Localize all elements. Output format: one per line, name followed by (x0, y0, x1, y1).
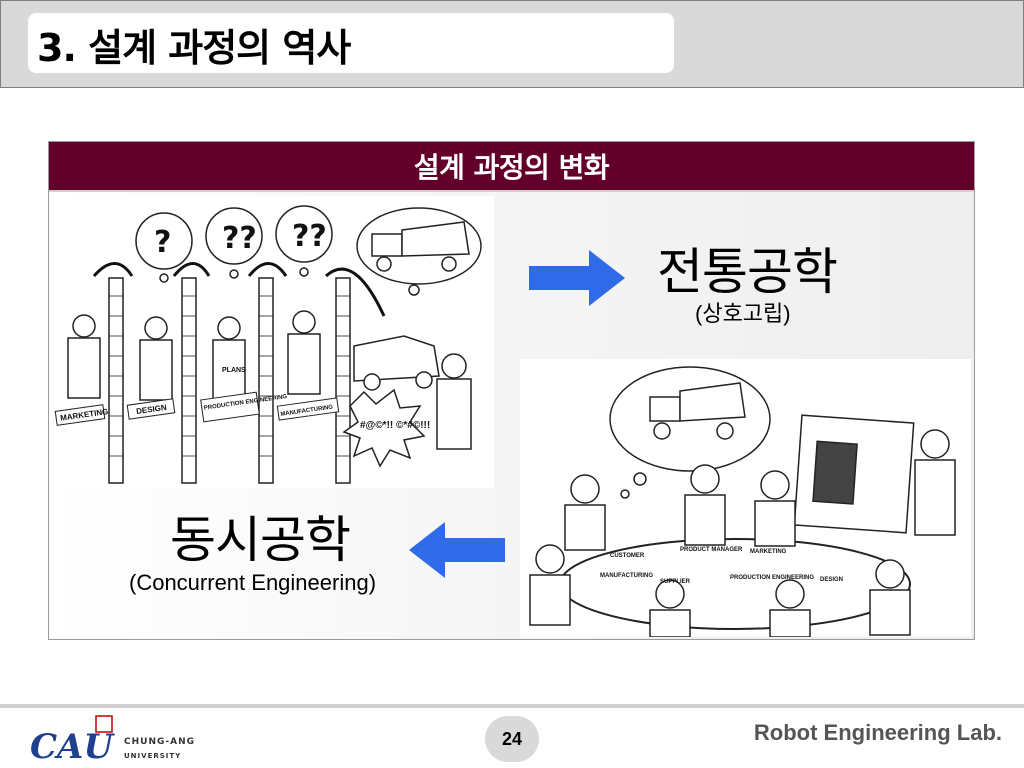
truck-drawing (371, 221, 470, 272)
over-the-wall-illustration: ? ?? ?? (54, 196, 494, 488)
arrow-right-icon (529, 250, 625, 306)
svg-text:??: ?? (222, 221, 257, 256)
concurrent-engineering-subtitle: (Concurrent Engineering) (129, 570, 377, 595)
card-manufacturing: MANUFACTURING (600, 573, 653, 579)
logo-sub-2: UNIVERSITY (124, 752, 181, 760)
card-design: DESIGN (820, 577, 843, 583)
card-production-engineering: PRODUCTION ENGINEERING (730, 575, 814, 581)
traditional-engineering-subtitle: (상호고립) (695, 301, 791, 326)
card-marketing: MARKETING (750, 549, 787, 555)
arrow-left-icon (409, 522, 505, 578)
explosion-shape (342, 388, 426, 468)
logo-wordmark: CAU (30, 727, 115, 767)
panel-heading: 설계 과정의 변화 (49, 142, 974, 192)
svg-text:??: ?? (292, 219, 327, 254)
concurrent-engineering-title: 동시공학 (170, 511, 351, 569)
card-product-manager: PRODUCT MANAGER (680, 547, 743, 553)
slide-title: 3. 설계 과정의 역사 (37, 26, 351, 70)
panel-body: ? ?? ?? (49, 192, 974, 639)
svg-text:?: ? (154, 225, 171, 260)
header-band: 3. 설계 과정의 역사 (0, 0, 1024, 88)
round-table-illustration: CUSTOMER PRODUCT MANAGER MARKETING MANUF… (520, 359, 971, 637)
label-design: DESIGN (136, 403, 168, 416)
card-customer: CUSTOMER (610, 553, 645, 559)
traditional-engineering-title: 전통공학 (657, 243, 838, 301)
footer-divider (0, 704, 1024, 708)
label-curse: #@©*!! ©*#©!!! (360, 420, 430, 431)
lab-name: Robot Engineering Lab. (753, 720, 1002, 745)
university-logo: CAU CHUNG-ANG UNIVERSITY (30, 715, 195, 767)
card-supplier: SUPPLIER (660, 579, 691, 585)
logo-sub-1: CHUNG-ANG (124, 737, 195, 747)
content-panel: 설계 과정의 변화 (48, 141, 975, 640)
title-box (28, 13, 674, 73)
label-plans: PLANS (222, 367, 246, 374)
page-number: 24 (485, 716, 539, 762)
